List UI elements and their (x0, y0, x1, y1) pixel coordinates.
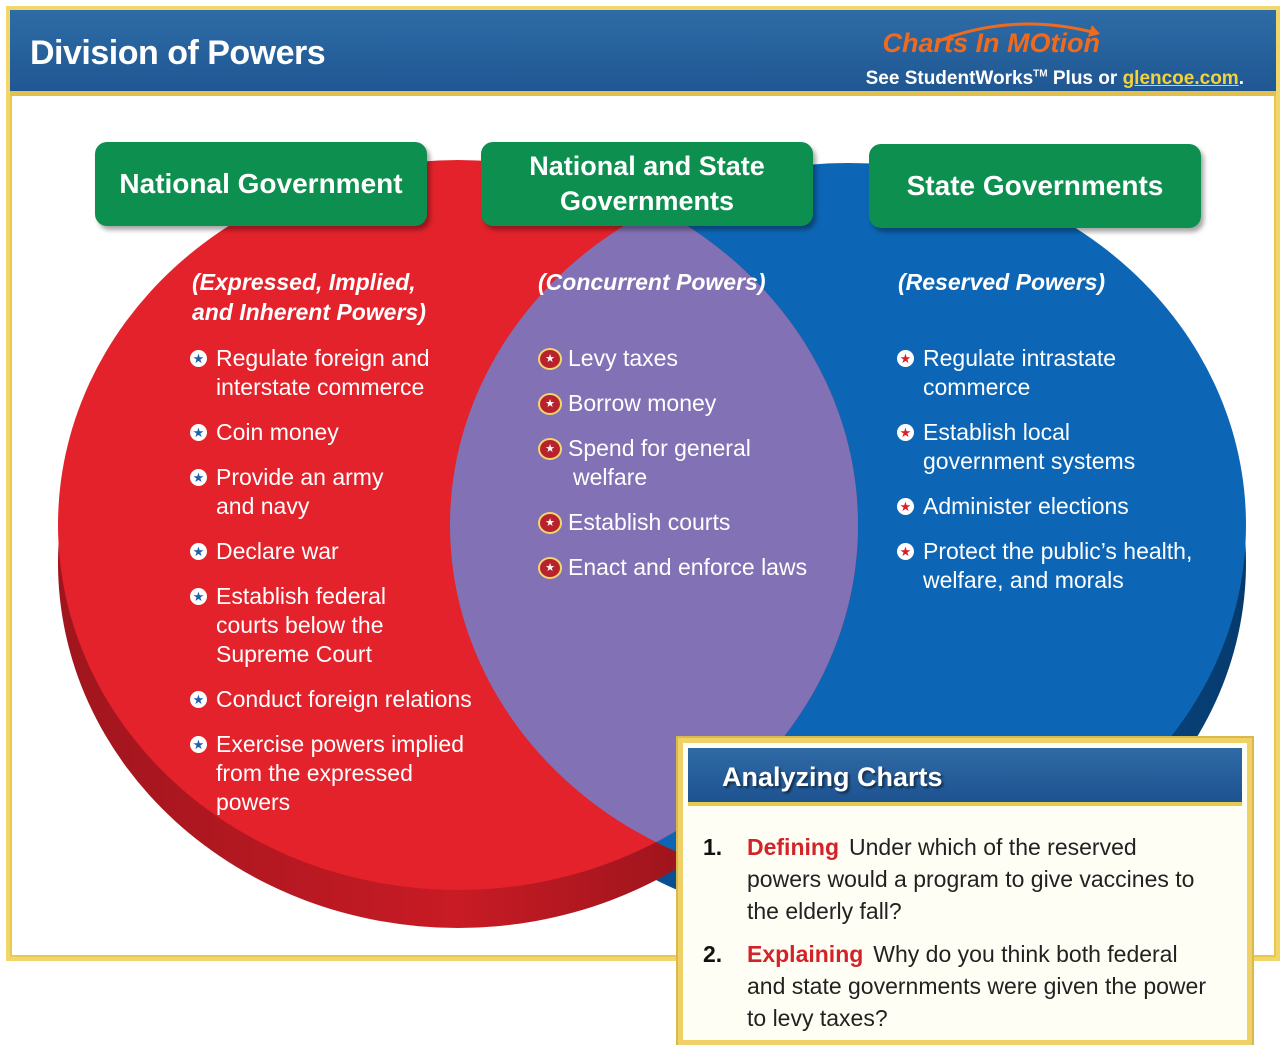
title-bar: Division of Powers Charts In MOtion See … (10, 10, 1276, 96)
item-line: from the expressed powers (216, 760, 413, 815)
item-line: Borrow money (568, 390, 717, 416)
national-and-state-label-line1: National and State (529, 150, 765, 181)
state-governments-label: State Governments (869, 144, 1201, 228)
studentworks-note: See StudentWorksTM Plus or glencoe.com. (866, 68, 1244, 90)
list-item: ★ Borrow money (538, 389, 828, 418)
period-text: . (1238, 68, 1244, 89)
list-item: ★ Administer elections (897, 492, 1217, 521)
item-line: and navy (216, 493, 310, 519)
studentworks-middle: Plus or (1047, 68, 1123, 89)
item-line: Coin money (216, 419, 339, 445)
seal-icon: ★ (538, 512, 562, 534)
item-line: government systems (923, 448, 1136, 474)
list-item: ★ Protect the public’s health, welfare, an… (897, 537, 1217, 595)
swoosh-icon (935, 22, 1100, 44)
studentworks-text: See StudentWorks (865, 68, 1034, 89)
star-icon: ★ (897, 498, 914, 515)
star-icon: ★ (190, 691, 207, 708)
seal-icon: ★ (538, 348, 562, 370)
glencoe-link[interactable]: glencoe.com (1122, 68, 1239, 89)
national-government-label: National Government (95, 142, 427, 226)
state-governments-label-text: State Governments (906, 169, 1164, 201)
item-line: Enact and enforce laws (568, 554, 808, 580)
item-line: Declare war (216, 538, 339, 564)
item-line: Administer elections (923, 493, 1129, 519)
item-line: Conduct foreign relations (216, 686, 472, 712)
question-number: 1. (703, 834, 723, 860)
national-government-label-text: National Government (119, 167, 403, 199)
item-line: Provide an army (216, 464, 384, 490)
state-powers-list: ★ Regulate intrastate commerce ★ Establish … (897, 344, 1217, 611)
item-line: welfare (573, 464, 648, 490)
question-text: Why do you think both federal and state … (747, 941, 1206, 1031)
analyzing-charts-title: Analyzing Charts (722, 762, 943, 792)
item-line: Regulate foreign and (216, 345, 430, 371)
star-icon: ★ (190, 469, 207, 486)
list-item: ★ Spend for general welfare (538, 434, 828, 492)
charts-in-motion-logo: Charts In MOtion (882, 28, 1101, 58)
item-line: Establish federal (216, 583, 387, 609)
star-icon: ★ (190, 588, 207, 605)
page-title: Division of Powers (30, 34, 326, 72)
item-line: Supreme Court (216, 641, 372, 667)
question-number: 2. (703, 941, 723, 967)
question-keyword: Defining (747, 834, 839, 860)
item-line: welfare, and morals (923, 567, 1124, 593)
item-line: Protect the public’s health, (923, 538, 1193, 564)
analyzing-charts-header: Analyzing Charts (688, 748, 1242, 806)
item-line: Spend for general (568, 435, 751, 461)
item-line: Exercise powers implied (216, 731, 464, 757)
seal-icon: ★ (538, 438, 562, 460)
national-subhead-line2: and Inherent Powers) (192, 299, 426, 325)
list-item: ★ Establish courts (538, 508, 828, 537)
item-line: courts below the (216, 612, 384, 638)
concurrent-powers-list: ★ Levy taxes ★ Borrow money ★ Spend for gen… (538, 344, 828, 598)
list-item: ★ Exercise powers implied from the express… (190, 730, 490, 817)
star-icon: ★ (190, 350, 207, 367)
star-icon: ★ (897, 543, 914, 560)
national-powers-list: ★ Regulate foreign and interstate commerce… (190, 344, 490, 833)
list-item: ★ Levy taxes (538, 344, 828, 373)
list-item: ★ Regulate intrastate commerce (897, 344, 1217, 402)
list-item: ★ Enact and enforce laws (538, 553, 828, 582)
item-line: commerce (923, 374, 1031, 400)
list-item: ★ Coin money (190, 418, 490, 447)
concurrent-overlap (450, 163, 858, 887)
item-line: Levy taxes (568, 345, 678, 371)
list-item: ★ Establish local government systems (897, 418, 1217, 476)
item-line: Establish courts (568, 509, 731, 535)
item-line: interstate commerce (216, 374, 425, 400)
trademark-mark: TM (1033, 68, 1048, 80)
star-icon: ★ (190, 736, 207, 753)
national-and-state-label-line2: Governments (559, 186, 735, 216)
star-icon: ★ (897, 424, 914, 441)
state-subhead: (Reserved Powers) (898, 269, 1106, 295)
list-item: ★ Declare war (190, 537, 490, 566)
seal-icon: ★ (538, 393, 562, 415)
national-and-state-label: National and State Governments (481, 142, 813, 226)
list-item: ★ Provide an army and navy (190, 463, 490, 521)
seal-icon: ★ (538, 557, 562, 579)
star-icon: ★ (190, 543, 207, 560)
item-line: Regulate intrastate (923, 345, 1117, 371)
question-keyword: Explaining (747, 941, 864, 967)
question-text: Under which of the reserved powers would… (747, 834, 1195, 924)
star-icon: ★ (190, 424, 207, 441)
national-subhead: (Expressed, Implied, and Inherent Powers… (192, 267, 426, 327)
concurrent-subhead: (Concurrent Powers) (538, 269, 766, 295)
list-item: ★ Regulate foreign and interstate commerce (190, 344, 490, 402)
national-subhead-line1: (Expressed, Implied, (192, 269, 416, 295)
item-line: Establish local (923, 419, 1071, 445)
list-item: ★ Conduct foreign relations (190, 685, 490, 714)
star-icon: ★ (897, 350, 914, 367)
